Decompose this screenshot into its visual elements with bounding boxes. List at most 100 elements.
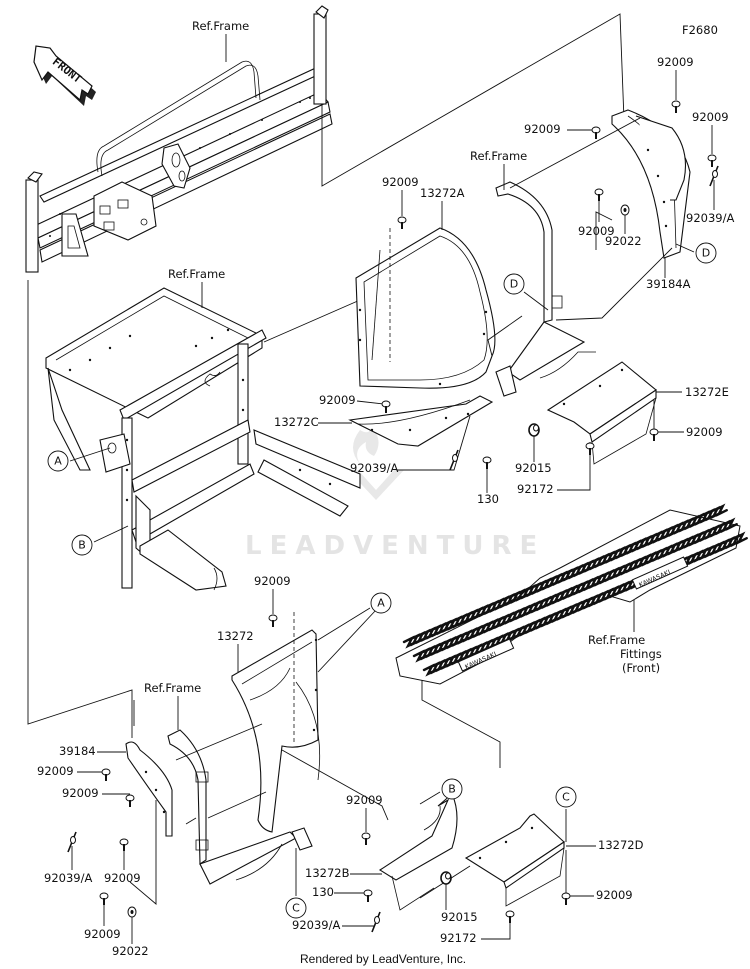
panel-13272E: [546, 361, 657, 465]
part-number-92039a[interactable]: 92039/A: [350, 461, 398, 475]
part-number-13272b[interactable]: 13272B: [305, 866, 350, 880]
fasteners: [67, 100, 719, 933]
part-number-39184[interactable]: 39184: [59, 744, 96, 758]
screw-icon: [591, 126, 601, 139]
part-number-130[interactable]: 130: [477, 492, 499, 506]
part-number-92015[interactable]: 92015: [441, 910, 478, 924]
part-number-92009[interactable]: 92009: [62, 786, 99, 800]
mat-tread: [713, 503, 728, 517]
footer-credit: Rendered by LeadVenture, Inc.: [300, 952, 466, 966]
callout-leader: [565, 850, 594, 897]
screw-icon: [125, 794, 135, 807]
grommet-icon: [528, 423, 540, 437]
part-number-92009[interactable]: 92009: [382, 175, 419, 189]
guard-39184: [125, 741, 173, 837]
callout-leader: [653, 400, 684, 433]
screw-icon: [268, 614, 278, 627]
reference-marker-c: C: [285, 848, 307, 919]
reference-marker-letter: B: [448, 783, 456, 796]
part-number-92009[interactable]: 92009: [319, 393, 356, 407]
ref-frame-fittings-label: Ref.Frame Fittings (Front): [588, 633, 662, 675]
washer-icon: [620, 204, 630, 216]
screw-icon: [99, 892, 109, 905]
screw-icon: [707, 154, 717, 167]
mat-tread: [723, 517, 738, 531]
right-frame-bracket: [495, 181, 596, 397]
callout-leader: [356, 400, 385, 405]
ref-frame-lower-label: Ref.Frame: [144, 681, 201, 695]
part-number-92009[interactable]: 92009: [657, 55, 694, 69]
screw-icon: [649, 428, 659, 441]
part-number-92172[interactable]: 92172: [517, 482, 554, 496]
part-number-92009[interactable]: 92009: [104, 871, 141, 885]
part-number-92039a[interactable]: 92039/A: [44, 871, 92, 885]
part-number-130[interactable]: 130: [312, 885, 334, 899]
reference-marker-b: B: [419, 778, 463, 805]
part-number-13272d[interactable]: 13272D: [598, 838, 644, 852]
front-arrow-icon: FRONT: [33, 45, 96, 106]
part-number-92039a[interactable]: 92039/A: [686, 211, 734, 225]
rear-frame-assembly: [25, 5, 333, 273]
pin-icon: [371, 911, 381, 933]
screw-icon: [381, 400, 391, 413]
part-number-39184a[interactable]: 39184A: [646, 277, 691, 291]
part-number-92015[interactable]: 92015: [515, 461, 552, 475]
ref-frame-middle-label: Ref.Frame: [168, 267, 225, 281]
screw-icon: [101, 768, 111, 781]
reference-marker-a: A: [47, 447, 111, 472]
part-number-92009[interactable]: 92009: [692, 110, 729, 124]
reference-marker-letter: B: [78, 539, 86, 552]
part-number-92172[interactable]: 92172: [440, 931, 477, 945]
panel-13272B: [378, 793, 458, 911]
callout-leader: [557, 442, 591, 491]
part-number-92039a[interactable]: 92039/A: [292, 918, 340, 932]
pin-icon: [449, 449, 459, 471]
callout-leader: [481, 912, 511, 940]
screw-icon: [671, 100, 681, 113]
part-callouts: 9200992009920099200913272A92009920229203…: [37, 55, 734, 958]
washer-icon: [127, 906, 137, 918]
part-number-92009[interactable]: 92009: [84, 927, 121, 941]
part-number-92009[interactable]: 92009: [686, 425, 723, 439]
reference-marker-d: D: [503, 273, 549, 311]
reference-marker-letter: A: [377, 597, 385, 610]
reference-marker-c: C: [555, 786, 577, 842]
part-number-13272[interactable]: 13272: [217, 629, 254, 643]
guard-39184A: [611, 109, 691, 259]
main-frame-assembly: [45, 287, 361, 591]
floor-mat: KAWASAKI KAWASAKI: [395, 503, 748, 685]
panel-13272A: [355, 227, 496, 389]
reference-marker-letter: C: [292, 902, 300, 915]
part-number-92009[interactable]: 92009: [596, 888, 633, 902]
panel-13272C: [348, 395, 494, 447]
mat-tread: [733, 531, 748, 545]
panel-13272: [231, 612, 321, 833]
reference-marker-b: B: [71, 525, 129, 556]
screw-icon: [594, 188, 604, 201]
callout-leader: [397, 415, 471, 471]
screw-icon: [585, 442, 595, 455]
part-number-92009[interactable]: 92009: [346, 793, 383, 807]
part-number-92022[interactable]: 92022: [112, 944, 149, 958]
figure-id: F2680: [682, 23, 718, 37]
part-number-92009[interactable]: 92009: [578, 224, 615, 238]
part-number-13272e[interactable]: 13272E: [685, 385, 729, 399]
part-number-13272c[interactable]: 13272C: [274, 415, 319, 429]
screw-icon: [361, 832, 371, 845]
reference-markers: A B D D A B C C: [47, 242, 717, 919]
pin-icon: [67, 831, 77, 853]
part-number-92022[interactable]: 92022: [605, 234, 642, 248]
ref-frame-fittings-line3: (Front): [622, 661, 660, 675]
part-number-13272a[interactable]: 13272A: [420, 186, 465, 200]
part-number-92009[interactable]: 92009: [37, 764, 74, 778]
part-number-92009[interactable]: 92009: [254, 574, 291, 588]
screw-icon: [561, 892, 571, 905]
screw-icon: [363, 889, 373, 902]
reference-marker-d: D: [675, 242, 717, 264]
lower-frame-bracket: [167, 729, 313, 885]
panel-13272D: [464, 813, 565, 907]
part-number-92009[interactable]: 92009: [524, 122, 561, 136]
ref-frame-right-label: Ref.Frame: [470, 149, 527, 163]
ref-frame-fittings-line2: Fittings: [620, 647, 662, 661]
